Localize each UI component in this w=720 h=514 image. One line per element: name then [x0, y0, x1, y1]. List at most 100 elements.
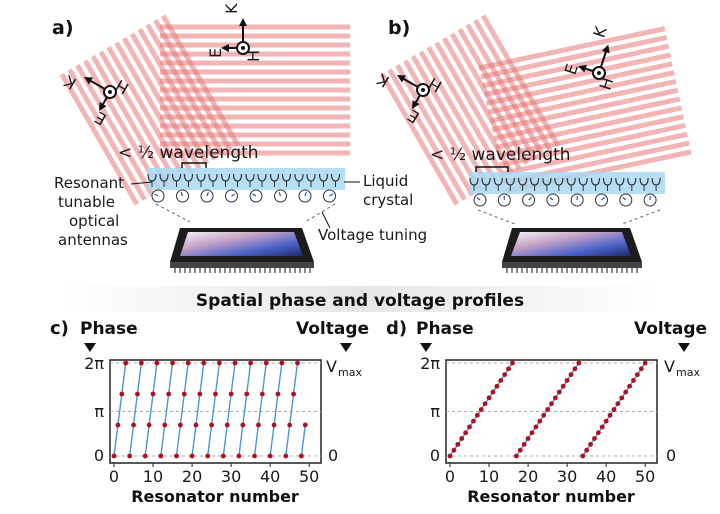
chart-c-ramp-line	[269, 362, 283, 457]
chart-c-phase-point	[291, 391, 296, 397]
chart-c-phase-point	[287, 422, 293, 428]
wave-front	[379, 73, 460, 206]
chart-c-phase-point	[213, 391, 218, 397]
chart-d-xtick-label: 10	[479, 467, 499, 486]
chart-c-phase-point	[228, 391, 234, 397]
wave-front	[410, 55, 491, 188]
wave-front	[418, 50, 498, 183]
section-title: Spatial phase and voltage profiles	[196, 291, 524, 311]
chart-d-phase-point	[517, 447, 523, 453]
k-vector-label: K	[222, 3, 241, 14]
chart-d-xtick-label: 50	[635, 467, 655, 486]
wave-front	[491, 87, 679, 133]
chart-d-phase-point	[568, 372, 574, 378]
chart-d-phase-point	[525, 436, 531, 441]
chart-c-ramp-line	[144, 362, 158, 457]
antennas-callout-line-4: antennas	[58, 231, 128, 249]
voltage-dial-icon	[522, 193, 536, 207]
chart-c-ytick-pi: π	[94, 402, 104, 421]
chart-c-phase-point	[267, 453, 273, 459]
liquid-crystal-callout-line-2: crystal	[363, 191, 413, 209]
optical-antenna	[469, 177, 491, 191]
wave-front	[114, 41, 194, 174]
chart-d-xtick-label: 20	[518, 467, 538, 486]
chart-c-phase-point	[220, 453, 226, 459]
chart-c-phase-point	[150, 391, 156, 397]
chart-d-vtick-0: 0	[666, 446, 676, 465]
chart-c-phase-point	[271, 422, 277, 428]
chart-d-phase-point	[619, 395, 625, 401]
chart-c-phase-point	[162, 422, 168, 428]
chart-c-vmax-v: V	[326, 357, 337, 376]
wave-front	[500, 131, 688, 177]
optical-antenna	[639, 177, 661, 191]
wave-front	[160, 114, 350, 120]
wave-front	[473, 19, 553, 152]
optical-antenna	[294, 173, 316, 187]
chart-c-phase-point	[197, 391, 203, 397]
k-vector-label: K	[590, 24, 611, 40]
panel-b-label: b)	[388, 17, 410, 39]
wave-front	[106, 46, 186, 179]
chart-d-phase-point	[607, 412, 613, 418]
chart-d-phase-point	[545, 407, 550, 412]
voltage-dial-icon	[546, 193, 560, 207]
panel-a-chip	[155, 203, 336, 273]
chart-d-phase-point	[642, 360, 648, 366]
panel-b-spacing-bracket	[475, 166, 509, 172]
chart-d-phase-point	[576, 360, 582, 366]
chart-c-marks	[111, 360, 308, 459]
chart-c-xtick-label: 40	[260, 467, 280, 486]
chart-c-phase-point	[138, 360, 144, 366]
chart-c-phase-point	[201, 360, 207, 366]
chart-c-vmax-sub: max	[338, 366, 362, 379]
wave-front	[122, 37, 202, 170]
wave-front	[83, 59, 163, 192]
voltage-dial-icon	[249, 189, 263, 203]
chart-c-ramp-line	[285, 362, 299, 457]
chart-c-xtick-label: 30	[221, 467, 241, 486]
chart-d-phase-point	[494, 383, 500, 389]
chart-c-ramp-line	[222, 362, 236, 457]
chart-d-phase-point	[603, 418, 609, 424]
wave-front	[59, 73, 140, 206]
chart-c-phase-point	[224, 422, 230, 428]
h-vector-label: H	[244, 50, 263, 62]
chart-d-phase-point	[521, 441, 527, 447]
chart-c-phase-point	[209, 422, 214, 428]
chart-c-xtick-label: 20	[182, 467, 202, 486]
chart-d-ytick-0: 0	[430, 446, 440, 465]
panel-a-wavelength-label: < ½ wavelength	[118, 143, 259, 163]
chart-d-phase-point	[537, 418, 543, 424]
voltage-dial-icon	[298, 189, 312, 203]
chart-d-phase-point	[498, 378, 504, 383]
chart-d-phase-point	[447, 453, 453, 459]
chart-d-xtick-label: 30	[557, 467, 577, 486]
wave-front	[426, 46, 506, 179]
chart-d-phase-title: Phase	[416, 319, 474, 339]
wave-front	[160, 14, 241, 147]
chart-d-phase-point	[478, 407, 484, 412]
optical-antenna	[542, 177, 564, 191]
wave-front	[160, 96, 350, 102]
wave-front	[480, 14, 561, 147]
wave-front	[160, 60, 350, 66]
chart-d-phase-point	[486, 395, 492, 401]
chart-c-xtick-label: 50	[299, 467, 319, 486]
chart-c-ramp-line	[191, 362, 205, 457]
optical-antenna	[318, 173, 341, 187]
wave-front	[387, 68, 467, 201]
chart-d-phase-point	[599, 424, 605, 430]
wave-front	[160, 33, 350, 39]
chart-d-phase-point	[572, 366, 578, 372]
chart-d-phase-point	[513, 453, 519, 459]
panel-a-label: a)	[52, 17, 74, 39]
chart-c-phase-point	[302, 422, 308, 428]
wave-front	[480, 34, 668, 80]
wave-front	[160, 78, 350, 84]
wave-front	[499, 123, 686, 168]
chart-c-phase-point	[298, 453, 304, 459]
chart-d-phase-point	[592, 436, 597, 441]
chart-c-vtick-0: 0	[328, 446, 338, 465]
chart-c-phase-point	[181, 391, 187, 397]
